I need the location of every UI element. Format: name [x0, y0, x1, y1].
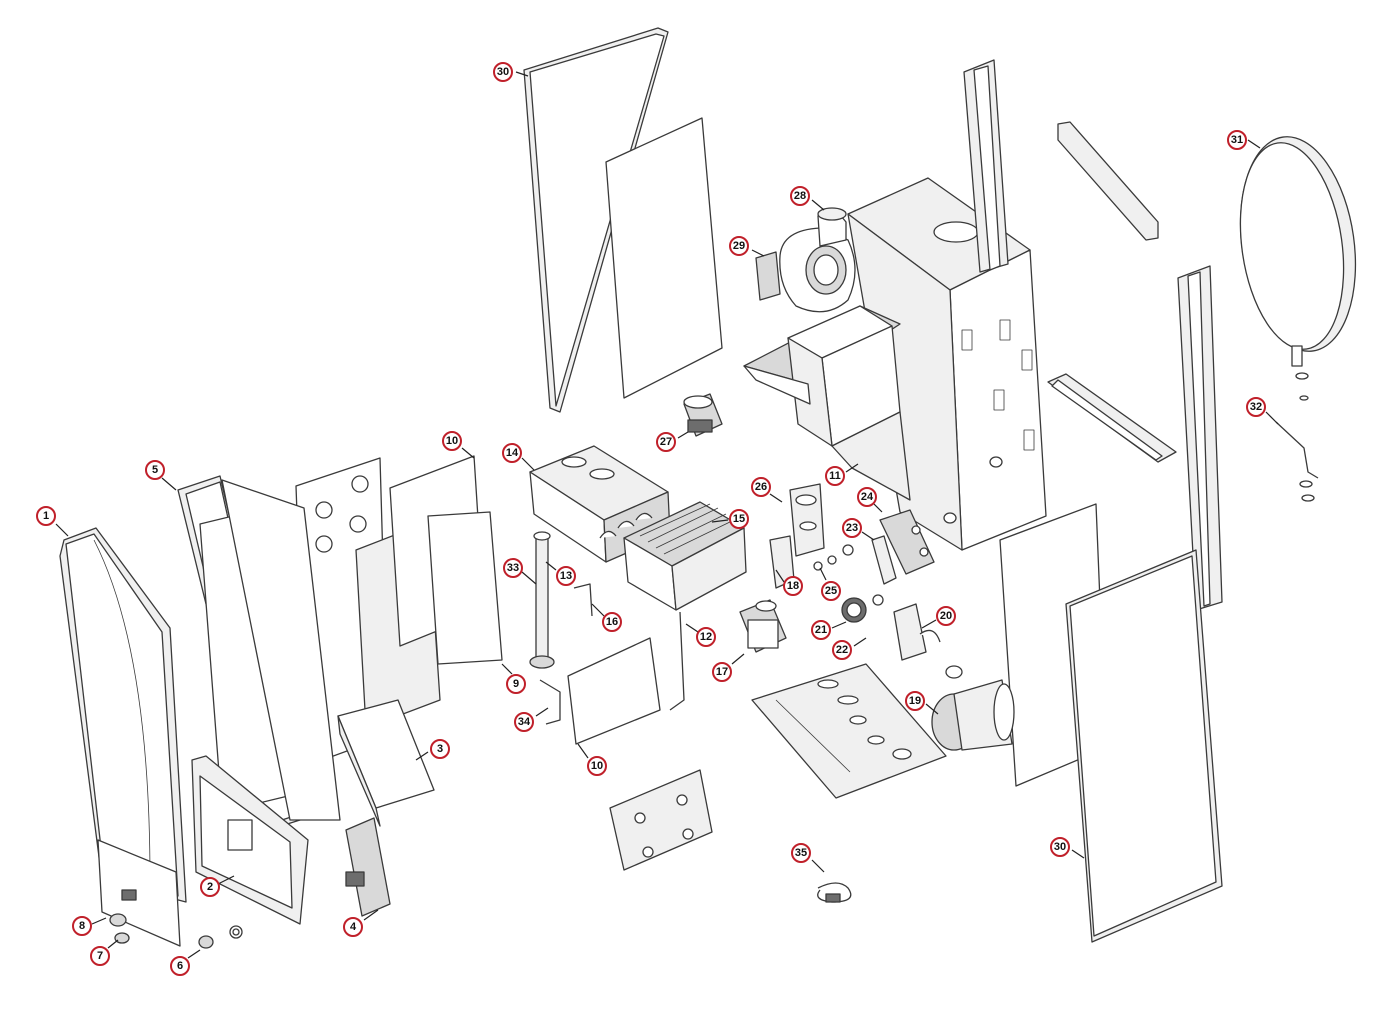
callout-3: 3 [430, 739, 450, 759]
callout-18: 18 [783, 576, 803, 596]
part-side-rail-top [963, 59, 1009, 273]
part-hydraulic-block [769, 483, 825, 589]
part-combustion-hood [743, 305, 911, 501]
part-heat-exchanger [623, 501, 747, 611]
callout-6: 6 [170, 956, 190, 976]
callout-23: 23 [842, 518, 862, 538]
callout-1: 1 [36, 506, 56, 526]
callout-22: 22 [832, 640, 852, 660]
callout-21: 21 [811, 620, 831, 640]
callout-25: 25 [821, 581, 841, 601]
part-bottom-cover [609, 769, 713, 871]
part-expansion-vessel [1239, 136, 1357, 401]
part-pump [931, 679, 1015, 751]
callout-11: 11 [825, 466, 845, 486]
part-pcb [345, 817, 391, 917]
part-fan [755, 207, 856, 313]
leader-lines [55, 71, 1279, 959]
callout-33: 33 [503, 558, 523, 578]
part-sensor-cable [817, 882, 852, 903]
callout-27: 27 [656, 432, 676, 452]
part-bottom-rail [1047, 373, 1177, 463]
part-control-box [337, 699, 435, 827]
callout-16: 16 [602, 612, 622, 632]
callout-17: 17 [712, 662, 732, 682]
part-knobs [109, 913, 243, 949]
callout-30-top: 30 [493, 62, 513, 82]
part-plate-exchanger [871, 509, 935, 585]
callout-5: 5 [145, 460, 165, 480]
part-side-rail-right [1177, 265, 1223, 611]
part-front-cover [59, 527, 187, 947]
part-base-plate [751, 663, 947, 799]
callout-29: 29 [729, 236, 749, 256]
part-back-panel-top [523, 27, 723, 413]
callout-32: 32 [1246, 397, 1266, 417]
part-burner-box [529, 445, 671, 563]
callout-4: 4 [343, 917, 363, 937]
part-vessel-pipe [1275, 421, 1319, 502]
callout-31: 31 [1227, 130, 1247, 150]
callout-15: 15 [729, 509, 749, 529]
callout-34: 34 [514, 712, 534, 732]
part-pressure-switch [683, 393, 723, 437]
part-clip [573, 583, 593, 617]
callout-35: 35 [791, 843, 811, 863]
callout-19: 19 [905, 691, 925, 711]
callout-26: 26 [751, 477, 771, 497]
callout-20: 20 [936, 606, 956, 626]
callout-8: 8 [72, 916, 92, 936]
callout-28: 28 [790, 186, 810, 206]
part-side-panel-bottom [1065, 549, 1223, 943]
callout-12: 12 [696, 627, 716, 647]
part-gas-valve [739, 599, 787, 653]
callout-13: 13 [556, 566, 576, 586]
callout-9: 9 [506, 674, 526, 694]
callout-10-upper: 10 [442, 431, 462, 451]
part-insulation-lower [567, 637, 661, 745]
callout-7: 7 [90, 946, 110, 966]
part-mid-frame [177, 475, 341, 833]
callout-2: 2 [200, 877, 220, 897]
callout-14: 14 [502, 443, 522, 463]
part-flue-pipe [529, 531, 685, 725]
callout-30-bottom: 30 [1050, 837, 1070, 857]
part-wall-bracket [1057, 121, 1159, 241]
callout-24: 24 [857, 487, 877, 507]
callout-10-lower: 10 [587, 756, 607, 776]
part-diverter-valve [841, 594, 963, 679]
